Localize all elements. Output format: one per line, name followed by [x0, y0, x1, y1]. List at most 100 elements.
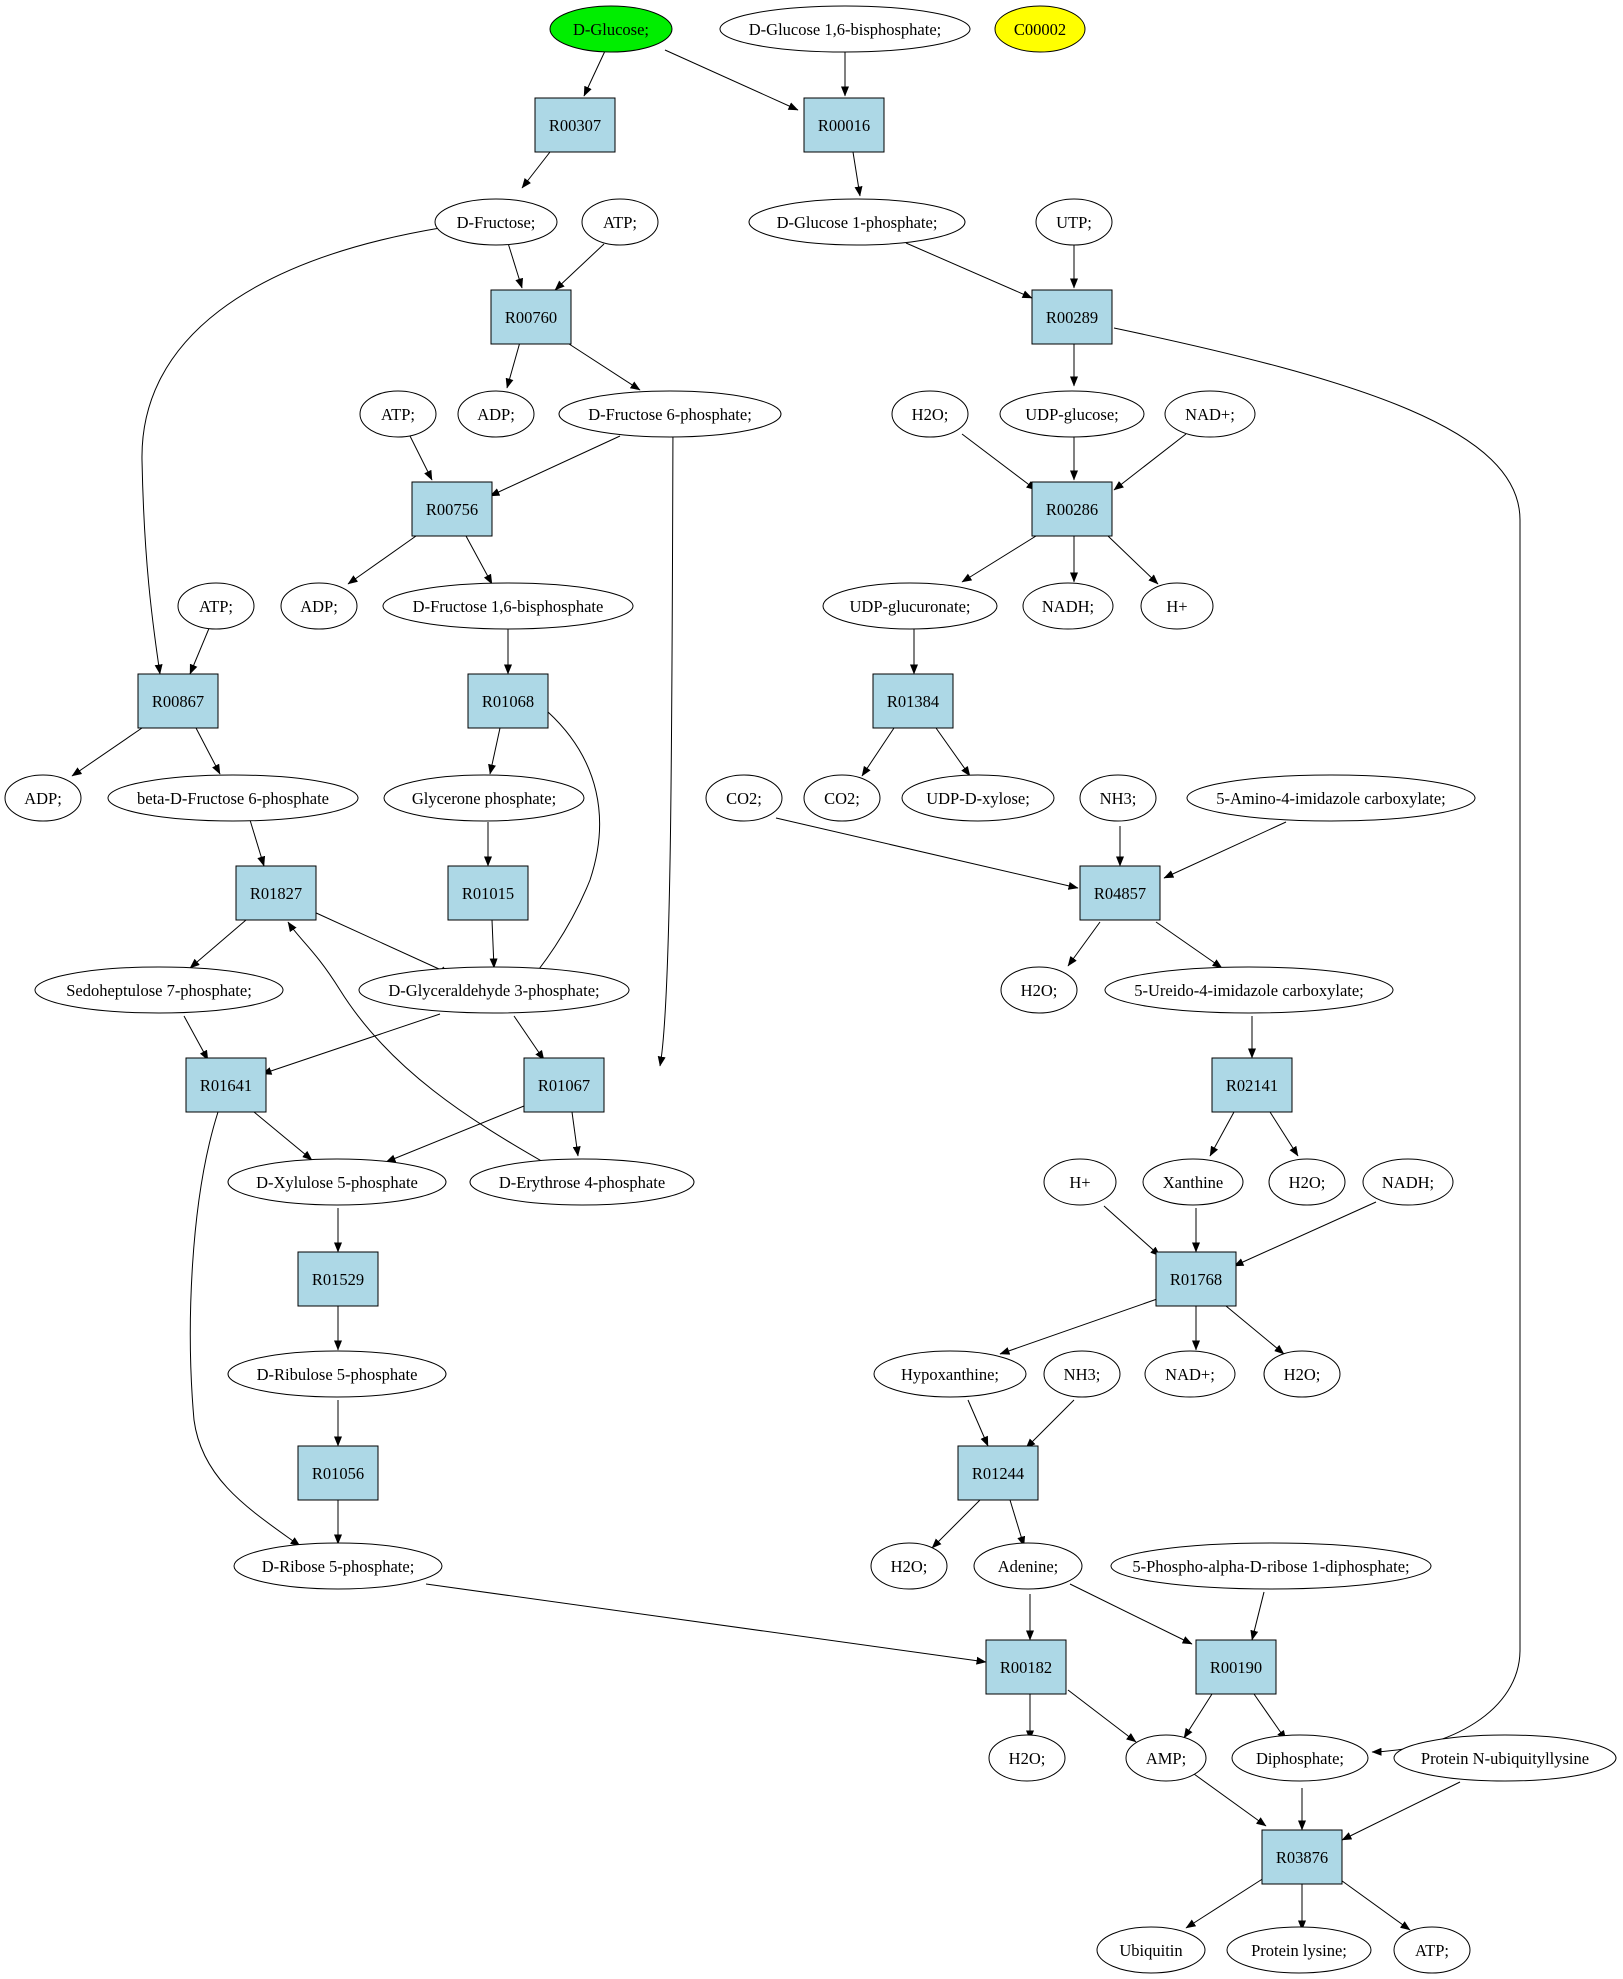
- reaction-node[interactable]: R00760: [490, 289, 572, 345]
- compound-node[interactable]: D-Ribulose 5-phosphate: [227, 1350, 447, 1398]
- compound-node[interactable]: UTP;: [1035, 198, 1113, 246]
- reaction-node[interactable]: R00307: [534, 97, 616, 153]
- compound-node[interactable]: H2O;: [870, 1542, 948, 1590]
- edge-r01067-e4p: [571, 1111, 581, 1157]
- compound-node[interactable]: Ubiquitin: [1096, 1926, 1206, 1974]
- compound-node[interactable]: ATP;: [359, 390, 437, 438]
- edge-fructose-r00867: [141, 227, 441, 675]
- compound-node[interactable]: D-Glucose;: [549, 5, 673, 53]
- compound-node[interactable]: D-Glucose 1-phosphate;: [748, 198, 966, 246]
- edge-nh3b-r01244: [1025, 1399, 1075, 1449]
- compound-node[interactable]: D-Fructose;: [434, 198, 558, 246]
- reaction-label: R01244: [972, 1464, 1024, 1483]
- reaction-node[interactable]: R01244: [957, 1445, 1039, 1501]
- reaction-node[interactable]: R01056: [297, 1445, 379, 1501]
- reaction-node[interactable]: R00289: [1031, 289, 1113, 345]
- reaction-node[interactable]: R01068: [467, 673, 549, 729]
- compound-node[interactable]: AMP;: [1125, 1734, 1207, 1782]
- compound-node[interactable]: NADH;: [1022, 582, 1114, 630]
- edge-r01384-co2: [861, 727, 895, 777]
- compound-node[interactable]: Glycerone phosphate;: [383, 774, 585, 822]
- compound-node[interactable]: 5-Amino-4-imidazole carboxylate;: [1186, 774, 1476, 822]
- compound-node[interactable]: ATP;: [1393, 1926, 1471, 1974]
- compound-label: D-Glyceraldehyde 3-phosphate;: [388, 981, 599, 1000]
- compound-label: D-Glucose 1-phosphate;: [777, 213, 938, 232]
- compound-label: H2O;: [912, 405, 949, 424]
- compound-node[interactable]: H2O;: [1000, 966, 1078, 1014]
- compound-node[interactable]: D-Glucose 1,6-bisphosphate;: [719, 5, 971, 53]
- compound-node[interactable]: Diphosphate;: [1231, 1734, 1369, 1782]
- compound-node[interactable]: D-Xylulose 5-phosphate: [227, 1158, 447, 1206]
- compound-node[interactable]: D-Ribose 5-phosphate;: [233, 1542, 443, 1590]
- compound-label: H2O;: [891, 1557, 928, 1576]
- reaction-node[interactable]: R01641: [185, 1057, 267, 1113]
- compound-node[interactable]: Hypoxanthine;: [873, 1350, 1027, 1398]
- edge-r01068-gap: [519, 711, 601, 993]
- edge-glucose-r00307: [583, 50, 606, 97]
- compound-label: Hypoxanthine;: [901, 1365, 999, 1384]
- compound-node[interactable]: 5-Ureido-4-imidazole carboxylate;: [1104, 966, 1394, 1014]
- reaction-node[interactable]: R00016: [803, 97, 885, 153]
- reaction-node[interactable]: R01015: [447, 865, 529, 921]
- compound-node[interactable]: CO2;: [705, 774, 783, 822]
- compound-node[interactable]: ATP;: [581, 198, 659, 246]
- reaction-node[interactable]: R01768: [1155, 1251, 1237, 1307]
- compound-node[interactable]: Xanthine: [1142, 1158, 1244, 1206]
- compound-node[interactable]: H2O;: [1268, 1158, 1346, 1206]
- compound-label: NAD+;: [1185, 405, 1235, 424]
- compound-node[interactable]: C00002: [994, 5, 1086, 53]
- reaction-node[interactable]: R00190: [1195, 1639, 1277, 1695]
- compound-node[interactable]: ATP;: [177, 582, 255, 630]
- reaction-node[interactable]: R02141: [1211, 1057, 1293, 1113]
- compound-node[interactable]: H+: [1043, 1158, 1117, 1206]
- compound-label: ADP;: [300, 597, 338, 616]
- compound-node[interactable]: H+: [1140, 582, 1214, 630]
- reaction-label: R00190: [1210, 1658, 1262, 1677]
- compound-node[interactable]: H2O;: [988, 1734, 1066, 1782]
- compound-label: ADP;: [24, 789, 62, 808]
- edge-r00867-adp3: [71, 727, 143, 777]
- reaction-label: R01056: [312, 1464, 364, 1483]
- compound-node[interactable]: NADH;: [1362, 1158, 1454, 1206]
- reaction-node[interactable]: R00286: [1031, 481, 1113, 537]
- compound-node[interactable]: Protein lysine;: [1226, 1926, 1372, 1974]
- reaction-node[interactable]: R01827: [235, 865, 317, 921]
- compound-node[interactable]: D-Erythrose 4-phosphate: [469, 1158, 695, 1206]
- edge-r01067-x5p: [385, 1105, 525, 1163]
- compound-node[interactable]: CO2;: [803, 774, 881, 822]
- compound-node[interactable]: 5-Phospho-alpha-D-ribose 1-diphosphate;: [1110, 1542, 1432, 1590]
- reaction-node[interactable]: R00182: [985, 1639, 1067, 1695]
- edge-r00286-udpgluc: [961, 535, 1037, 583]
- compound-node[interactable]: Protein N-ubiquityllysine: [1393, 1734, 1617, 1782]
- compound-label: H2O;: [1021, 981, 1058, 1000]
- compound-node[interactable]: NAD+;: [1164, 390, 1256, 438]
- compound-node[interactable]: H2O;: [1263, 1350, 1341, 1398]
- compound-node[interactable]: beta-D-Fructose 6-phosphate: [107, 774, 359, 822]
- edge-hypox-r01244: [967, 1399, 989, 1447]
- compound-node[interactable]: H2O;: [891, 390, 969, 438]
- compound-node[interactable]: UDP-glucose;: [999, 390, 1145, 438]
- compound-node[interactable]: Sedoheptulose 7-phosphate;: [34, 966, 284, 1014]
- compound-node[interactable]: D-Glyceraldehyde 3-phosphate;: [358, 966, 630, 1014]
- compound-node[interactable]: D-Fructose 6-phosphate;: [558, 390, 782, 438]
- reaction-label: R03876: [1276, 1848, 1328, 1867]
- compound-node[interactable]: D-Fructose 1,6-bisphosphate: [382, 582, 634, 630]
- compound-node[interactable]: NAD+;: [1144, 1350, 1236, 1398]
- reaction-node[interactable]: R01067: [523, 1057, 605, 1113]
- compound-label: C00002: [1014, 20, 1066, 39]
- edge-r04857-h2o2: [1067, 921, 1101, 967]
- compound-node[interactable]: ADP;: [280, 582, 358, 630]
- reaction-node[interactable]: R00756: [411, 481, 493, 537]
- reaction-node[interactable]: R01384: [872, 673, 954, 729]
- compound-node[interactable]: NH3;: [1043, 1350, 1121, 1398]
- reaction-node[interactable]: R03876: [1261, 1829, 1343, 1885]
- reaction-node[interactable]: R01529: [297, 1251, 379, 1307]
- reaction-node[interactable]: R04857: [1079, 865, 1161, 921]
- compound-node[interactable]: ADP;: [4, 774, 82, 822]
- reaction-node[interactable]: R00867: [137, 673, 219, 729]
- compound-node[interactable]: Adenine;: [973, 1542, 1083, 1590]
- compound-node[interactable]: UDP-D-xylose;: [901, 774, 1055, 822]
- compound-node[interactable]: NH3;: [1079, 774, 1157, 822]
- compound-node[interactable]: ADP;: [457, 390, 535, 438]
- compound-node[interactable]: UDP-glucuronate;: [822, 582, 998, 630]
